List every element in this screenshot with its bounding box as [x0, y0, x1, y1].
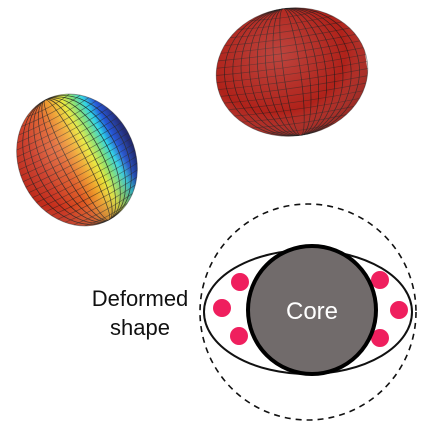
nucleon-dot — [371, 329, 389, 347]
nucleon-dots — [213, 271, 408, 347]
nucleon-dot — [230, 327, 248, 345]
nucleon-dot — [390, 301, 408, 319]
nucleon-dot — [213, 299, 231, 317]
deformed-shape-label-line1: Deformed — [92, 286, 189, 311]
oblate-deformed-spheroid-icon — [207, 0, 377, 146]
nucleon-dot — [231, 273, 249, 291]
spherical-reference-dashed-circle — [199, 203, 417, 421]
core-label: Core — [286, 298, 338, 325]
deformed-shape-label-line2: shape — [110, 315, 170, 340]
prolate-deformed-spheroid-icon — [0, 72, 161, 248]
deformed-nucleus-schematic: Core — [199, 203, 417, 421]
core-circle — [246, 244, 378, 376]
nucleon-dot — [371, 271, 389, 289]
deformed-shape-label: Deformed shape — [92, 286, 189, 340]
